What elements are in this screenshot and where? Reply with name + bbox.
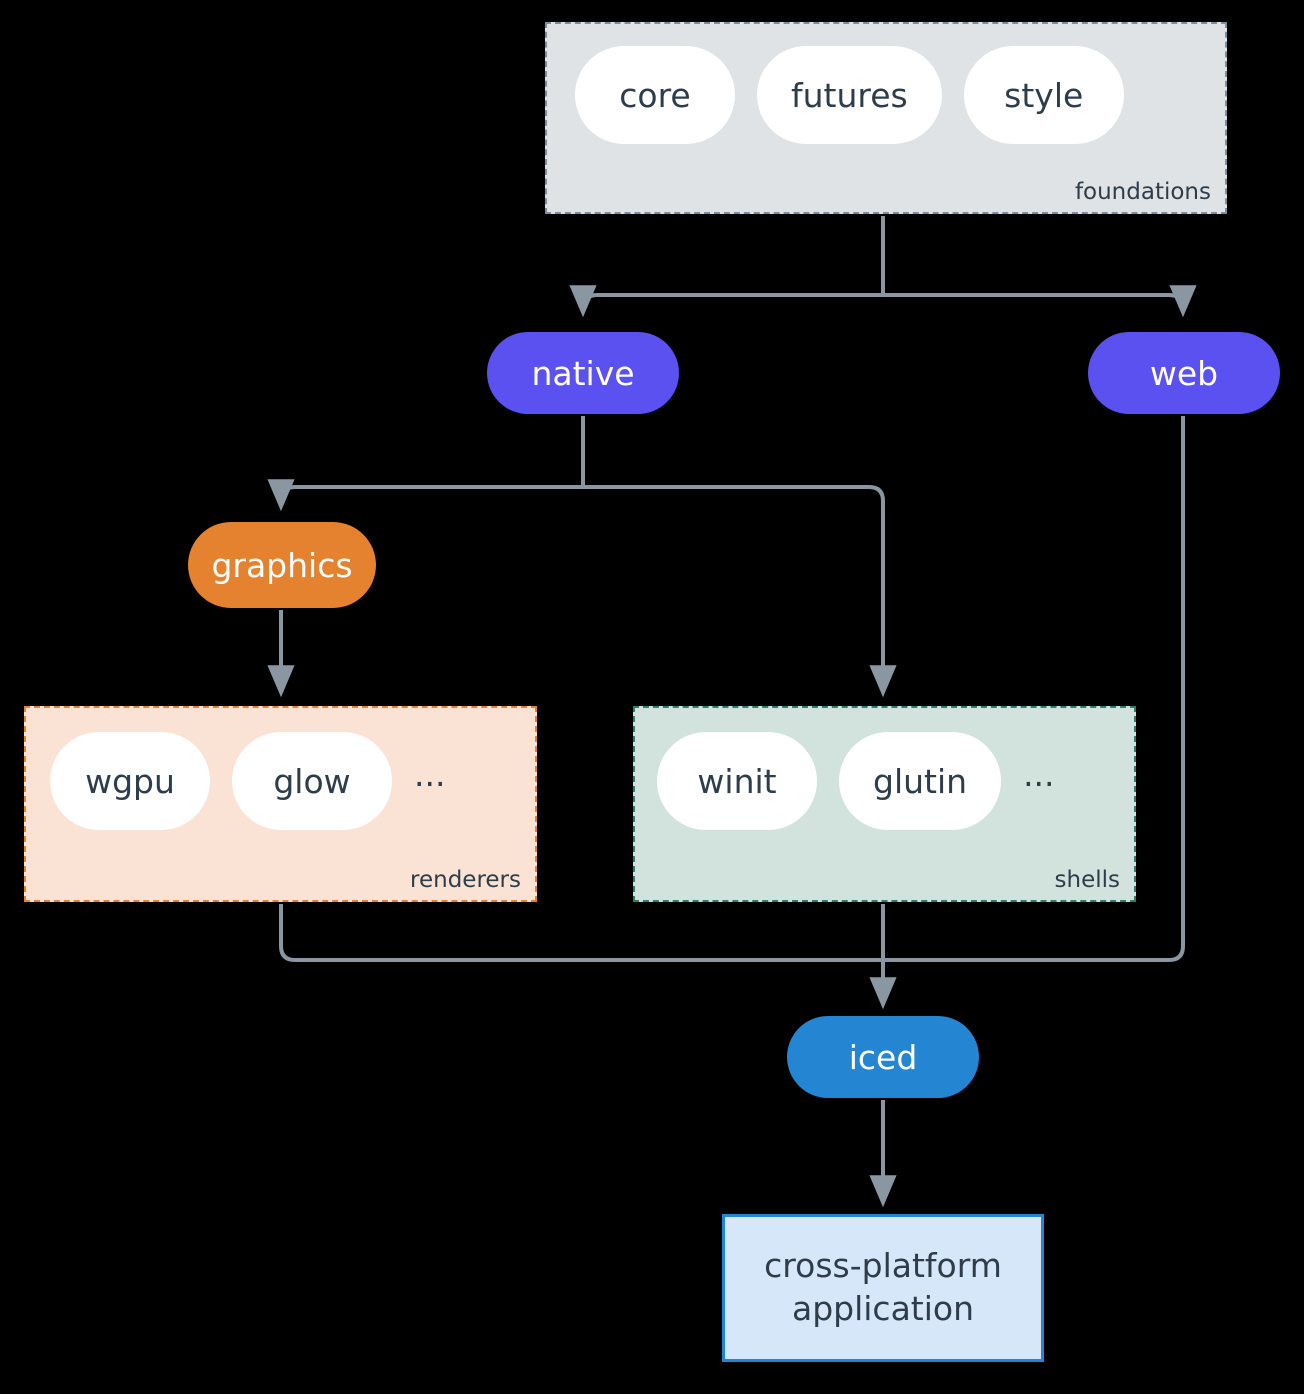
node-web[interactable]: web: [1088, 332, 1280, 414]
chip-futures[interactable]: futures: [757, 46, 942, 144]
renderers-ellipsis: ...: [414, 754, 446, 794]
cluster-foundations-label: foundations: [1074, 179, 1211, 205]
chip-winit[interactable]: winit: [657, 732, 817, 830]
edge-renderers-to-merge: [279, 904, 883, 962]
chip-wgpu[interactable]: wgpu: [50, 732, 210, 830]
cluster-renderers: wgpu glow ... renderers: [24, 706, 537, 902]
application-line-1: cross-platform: [764, 1246, 1002, 1286]
chip-core[interactable]: core: [575, 46, 735, 144]
node-native[interactable]: native: [487, 332, 679, 414]
cluster-renderers-label: renderers: [410, 867, 521, 893]
node-graphics[interactable]: graphics: [188, 522, 376, 608]
cluster-foundations-items: core futures style: [575, 46, 1124, 144]
cluster-foundations: core futures style foundations: [545, 22, 1227, 214]
edge-native-to-graphics: [267, 479, 583, 512]
node-iced[interactable]: iced: [787, 1016, 979, 1098]
node-cross-platform-application[interactable]: cross-platform application: [722, 1214, 1044, 1362]
edge-foundations-to-web: [883, 285, 1197, 318]
edge-foundations-to-native: [569, 285, 883, 318]
cluster-renderers-items: wgpu glow ...: [50, 732, 445, 830]
cluster-shells: winit glutin ... shells: [633, 706, 1136, 902]
shells-ellipsis: ...: [1023, 754, 1055, 794]
chip-glow[interactable]: glow: [232, 732, 392, 830]
chip-style[interactable]: style: [963, 46, 1124, 144]
cluster-shells-label: shells: [1054, 867, 1120, 893]
cluster-shells-items: winit glutin ...: [657, 732, 1055, 830]
application-line-2: application: [791, 1289, 975, 1328]
edge-native-to-shells: [583, 485, 897, 698]
chip-glutin[interactable]: glutin: [839, 732, 1002, 830]
